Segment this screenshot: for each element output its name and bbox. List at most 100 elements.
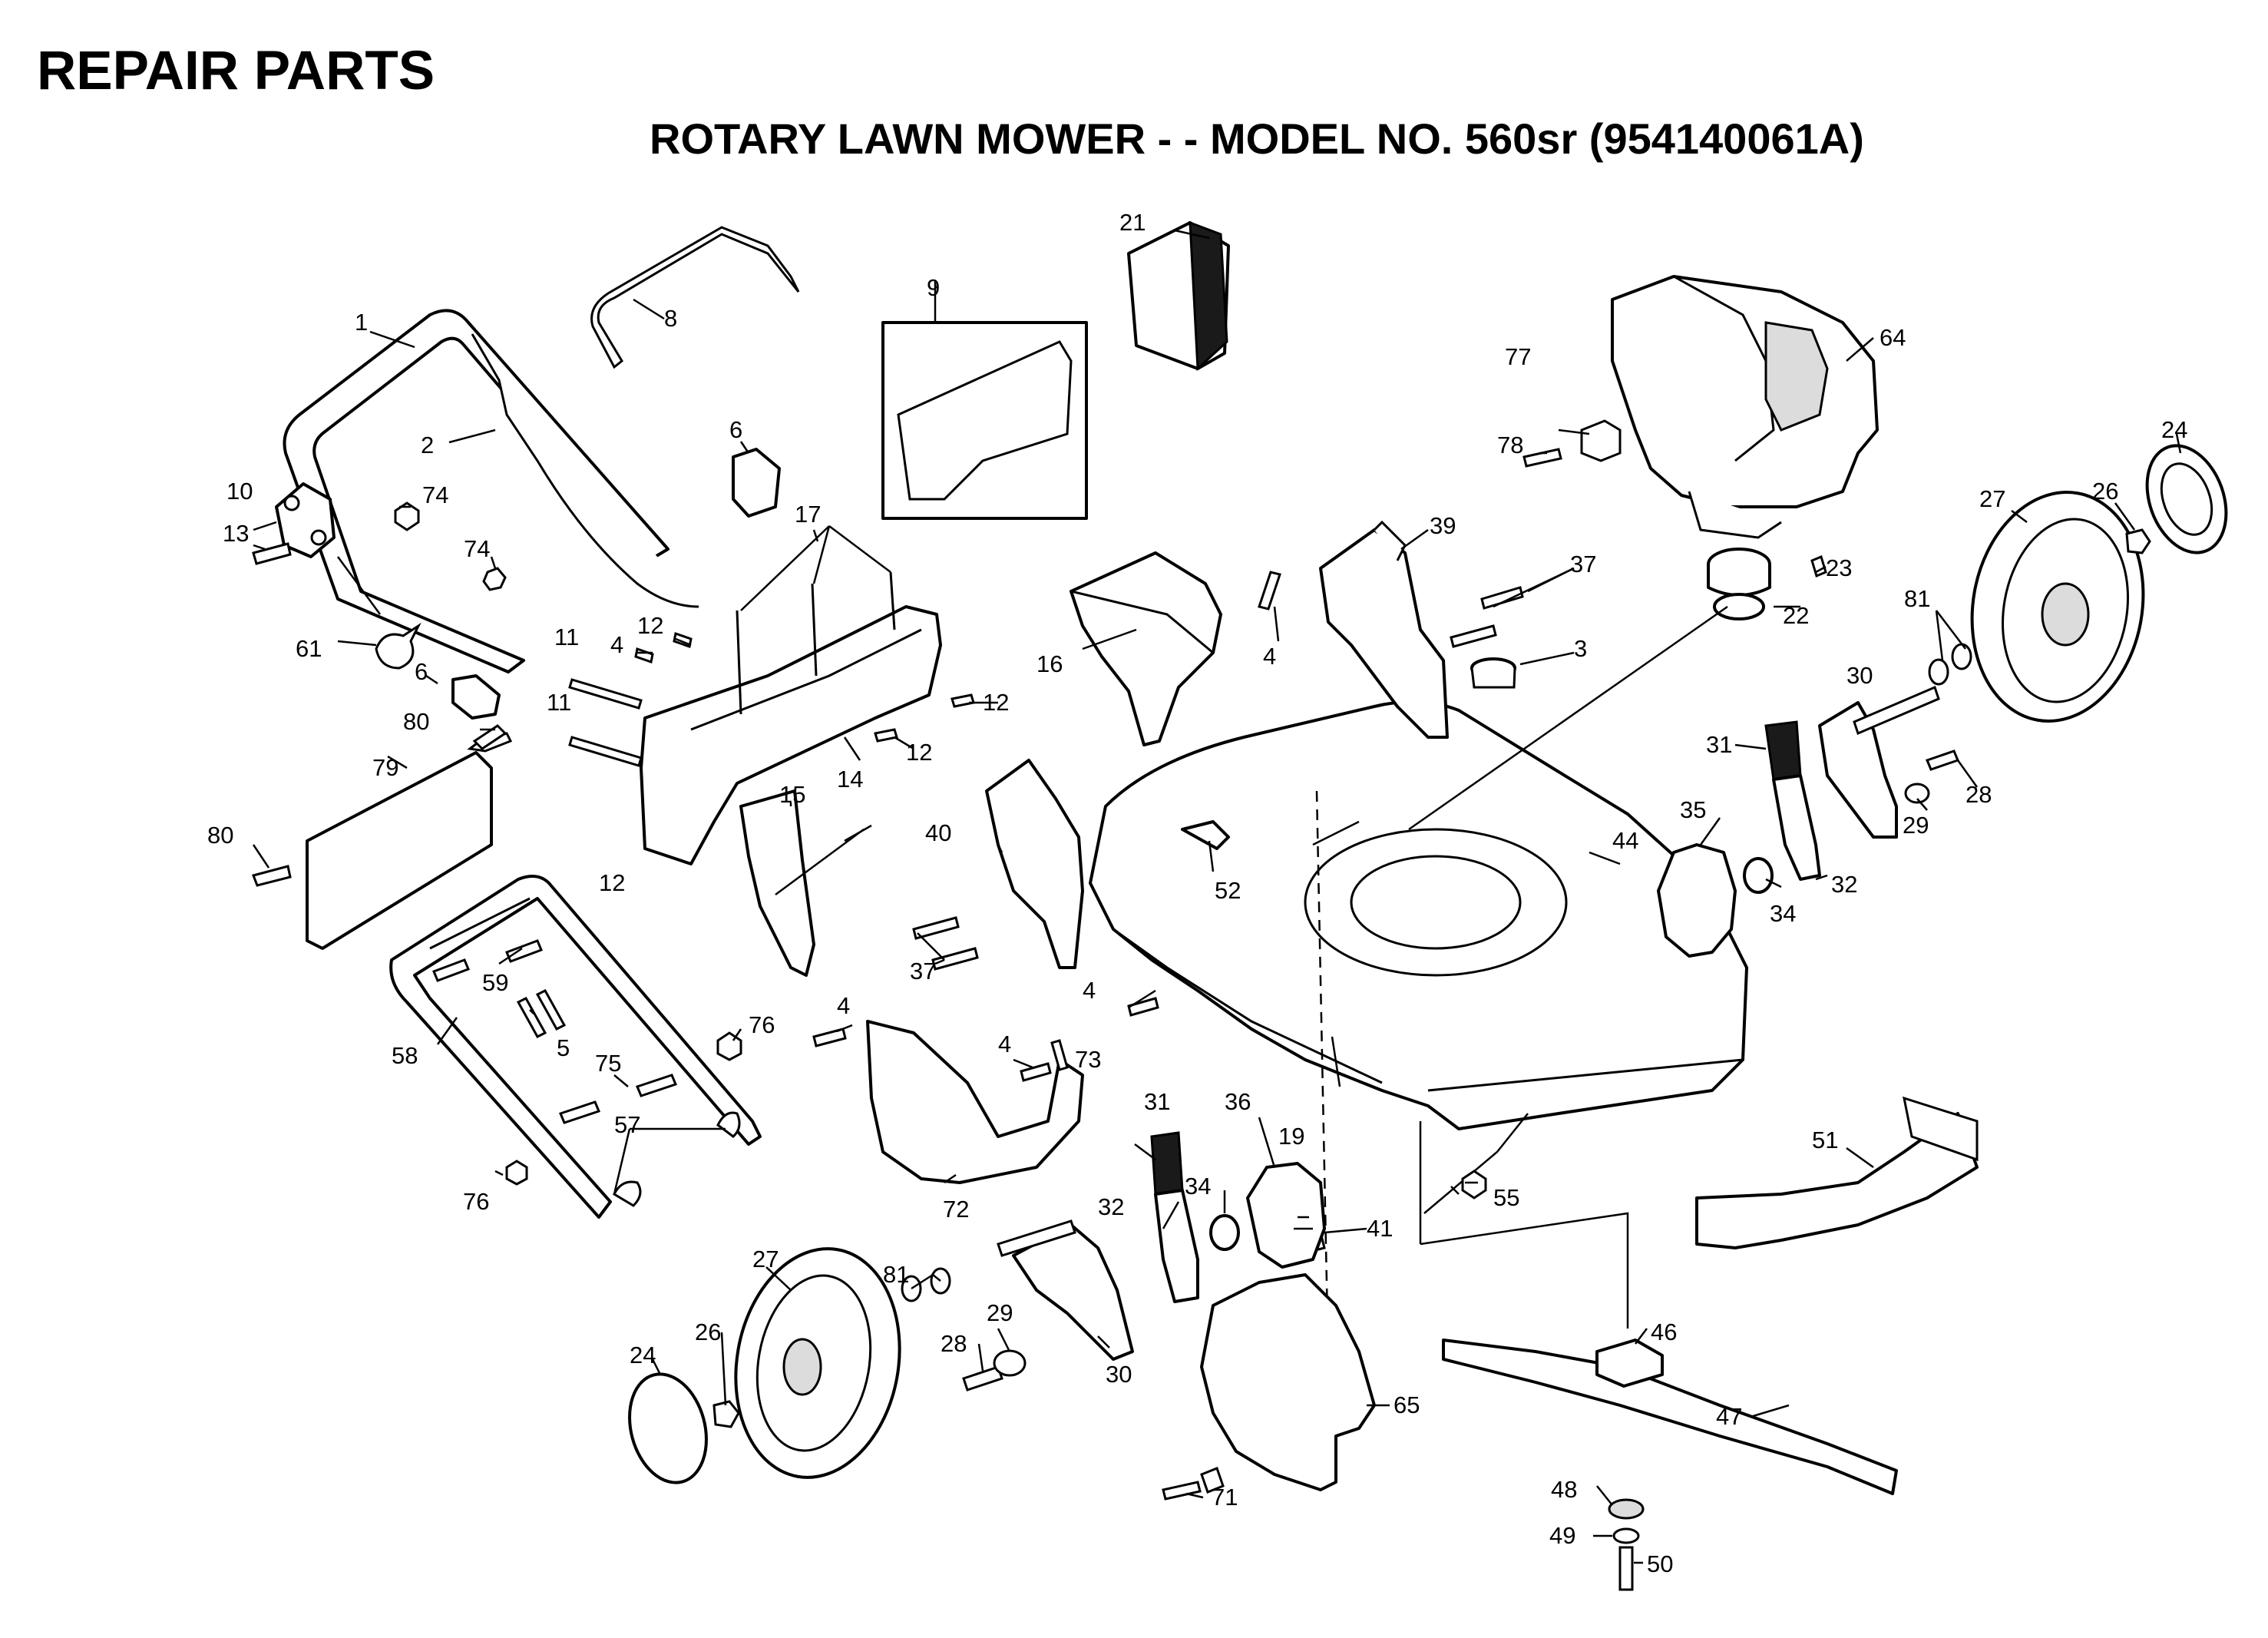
callout-81-right: 81 — [1904, 585, 1930, 612]
callout-10: 10 — [226, 478, 253, 505]
control-cable — [448, 333, 699, 608]
callout-72: 72 — [943, 1196, 969, 1223]
callout-28-left: 28 — [941, 1330, 967, 1357]
callout-leaders — [252, 229, 2182, 1564]
callout-6-bottom: 6 — [415, 658, 428, 685]
callout-59: 59 — [482, 969, 508, 996]
callout-29-left: 29 — [987, 1299, 1013, 1326]
callout-37-lower: 37 — [910, 958, 936, 984]
upper-handle — [283, 309, 669, 673]
callout-27-left: 27 — [752, 1246, 779, 1272]
callout-52: 52 — [1215, 877, 1241, 904]
grass-bag — [1127, 220, 1230, 372]
discharge-chute — [1162, 1273, 1376, 1501]
nut — [394, 501, 507, 591]
callout-57: 57 — [614, 1111, 640, 1138]
callout-30-right: 30 — [1846, 662, 1873, 689]
callout-74-a: 74 — [422, 481, 448, 508]
callout-76-b: 76 — [463, 1188, 489, 1215]
callout-81-left: 81 — [883, 1261, 909, 1288]
callout-50: 50 — [1647, 1550, 1673, 1577]
engine — [1611, 275, 1879, 539]
callout-39: 39 — [1430, 512, 1456, 539]
callout-77: 77 — [1505, 343, 1531, 370]
callout-79: 79 — [372, 754, 398, 781]
callout-34-left: 34 — [1185, 1173, 1211, 1200]
callout-47: 47 — [1716, 1403, 1742, 1430]
callout-55: 55 — [1493, 1184, 1519, 1211]
control-bracket — [252, 482, 382, 615]
callout-48: 48 — [1551, 1476, 1577, 1503]
callout-74-b: 74 — [464, 535, 490, 562]
deck-bushing — [1470, 657, 1516, 689]
callout-75: 75 — [595, 1050, 621, 1077]
callout-41: 41 — [1367, 1215, 1393, 1242]
callout-12-c: 12 — [906, 739, 932, 766]
callout-73: 73 — [1075, 1046, 1101, 1073]
callout-16: 16 — [1036, 650, 1063, 677]
callout-49: 49 — [1549, 1522, 1575, 1549]
adjuster-plate-right — [1657, 843, 1774, 958]
callout-46: 46 — [1651, 1319, 1677, 1345]
callout-71: 71 — [1212, 1484, 1238, 1511]
callout-26-right: 26 — [2092, 478, 2118, 505]
callout-37-upper: 37 — [1570, 551, 1596, 577]
callout-27-right: 27 — [1979, 485, 2005, 512]
callout-51: 51 — [1812, 1127, 1838, 1153]
callout-32-left: 32 — [1098, 1193, 1124, 1220]
callout-14: 14 — [837, 766, 863, 793]
callout-24-left: 24 — [630, 1342, 656, 1368]
hubcap-right — [2125, 444, 2228, 554]
front-baffle — [866, 1020, 1084, 1184]
callout-19: 19 — [1278, 1123, 1304, 1150]
axle-arm-right — [1818, 643, 1972, 839]
callout-35: 35 — [1680, 796, 1706, 823]
callout-44: 44 — [1612, 827, 1638, 854]
callout-34-right: 34 — [1770, 900, 1796, 927]
rear-wheel-left — [628, 1247, 901, 1484]
callout-4-b: 4 — [610, 631, 623, 658]
rear-bracket — [568, 571, 975, 865]
lower-handle — [389, 875, 762, 1219]
callout-4-a: 4 — [1263, 643, 1276, 670]
callout-64: 64 — [1880, 324, 1906, 351]
handle-knob — [451, 448, 781, 720]
callout-80-b: 80 — [207, 822, 233, 849]
callout-1: 1 — [355, 309, 368, 336]
callout-4-e: 4 — [998, 1031, 1011, 1057]
mulch-plug — [1070, 551, 1222, 746]
rear-wheel-right — [1970, 491, 2145, 723]
callout-78: 78 — [1497, 432, 1523, 458]
rear-deflector — [252, 724, 513, 950]
callout-26-left: 26 — [695, 1319, 721, 1345]
page-subtitle: ROTARY LAWN MOWER - - MODEL NO. 560sr (9… — [650, 114, 1864, 163]
callout-36: 36 — [1225, 1088, 1251, 1115]
callout-13: 13 — [223, 520, 249, 547]
cable-clip — [375, 622, 422, 670]
callout-40: 40 — [925, 819, 951, 846]
rear-baffle — [739, 789, 815, 977]
plug — [1181, 820, 1230, 850]
axle-arm-left — [901, 1131, 1326, 1391]
callout-5: 5 — [557, 1034, 570, 1061]
callout-80-a: 80 — [403, 708, 429, 735]
callout-15: 15 — [779, 781, 805, 808]
callout-labels: 1 2 8 9 21 64 77 78 24 26 27 23 22 81 30… — [207, 209, 2187, 1577]
callout-4-d: 4 — [837, 992, 850, 1019]
callout-24-right: 24 — [2161, 416, 2187, 443]
assembly-lines — [775, 605, 1728, 1360]
callout-28-right: 28 — [1965, 781, 1992, 808]
callout-12-d: 12 — [599, 869, 625, 896]
side-chute — [1695, 1096, 1979, 1249]
callout-11-b: 11 — [547, 689, 571, 716]
height-adjuster-front — [912, 759, 1084, 971]
callout-6-top: 6 — [729, 416, 742, 443]
callout-65: 65 — [1394, 1391, 1420, 1418]
nut-55 — [1461, 1170, 1487, 1200]
callout-12-a: 12 — [637, 612, 663, 639]
callout-23: 23 — [1826, 554, 1852, 581]
callout-58: 58 — [392, 1042, 418, 1069]
callout-4-c: 4 — [1083, 977, 1096, 1004]
callout-9: 9 — [927, 274, 940, 301]
